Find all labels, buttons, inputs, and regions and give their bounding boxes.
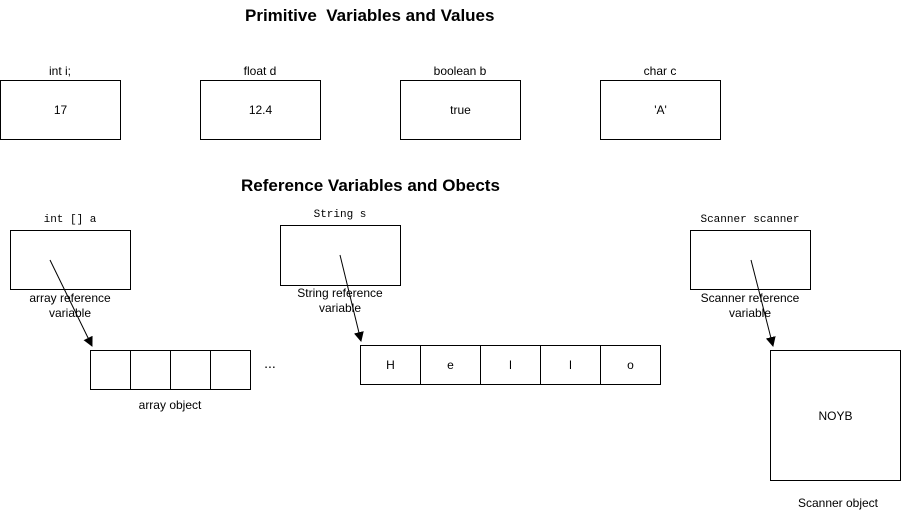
char-var-value: 'A' [654, 103, 667, 117]
scanner-ref-arrow [750, 259, 776, 347]
string-object: H e l l o [360, 345, 661, 385]
string-char: H [386, 358, 395, 372]
array-ref-arrow [49, 259, 93, 347]
string-char: l [509, 358, 512, 372]
float-var-value: 12.4 [248, 103, 273, 117]
int-var-value: 17 [53, 103, 68, 117]
boolean-var-value: true [450, 103, 471, 117]
string-char-cell: o [600, 345, 661, 385]
char-var-box: 'A' [600, 80, 721, 140]
char-var-label: char c [643, 64, 677, 78]
primitive-section-title: Primitive Variables and Values [245, 6, 495, 25]
scanner-object-value: NOYB [818, 408, 853, 423]
array-object-caption: array object [138, 398, 202, 412]
array-object [90, 350, 251, 390]
scanner-ref-box [690, 230, 811, 290]
string-ref-arrow [339, 254, 364, 342]
string-char: e [447, 358, 454, 372]
boolean-var-box: true [400, 80, 521, 140]
scanner-ref-caption: Scanner reference variable [700, 291, 800, 320]
reference-section-title: Reference Variables and Obects [241, 176, 500, 195]
float-var-box: 12.4 [200, 80, 321, 140]
scanner-ref-decl: Scanner scanner [700, 214, 800, 226]
array-ref-box [10, 230, 131, 290]
scanner-object-box: NOYB [770, 350, 901, 481]
array-ellipsis: ... [264, 355, 276, 371]
string-char: o [627, 358, 634, 372]
string-ref-caption: String reference variable [297, 286, 383, 315]
array-cell [210, 350, 251, 390]
float-var-label: float d [243, 64, 277, 78]
string-char: l [569, 358, 572, 372]
array-ref-decl: int [] a [43, 214, 97, 226]
int-var-label: int i; [48, 64, 71, 78]
int-var-box: 17 [0, 80, 121, 140]
boolean-var-label: boolean b [433, 64, 487, 78]
scanner-object-caption: Scanner object [797, 496, 879, 510]
string-ref-decl: String s [313, 209, 367, 221]
array-ref-caption: array reference variable [29, 291, 111, 320]
